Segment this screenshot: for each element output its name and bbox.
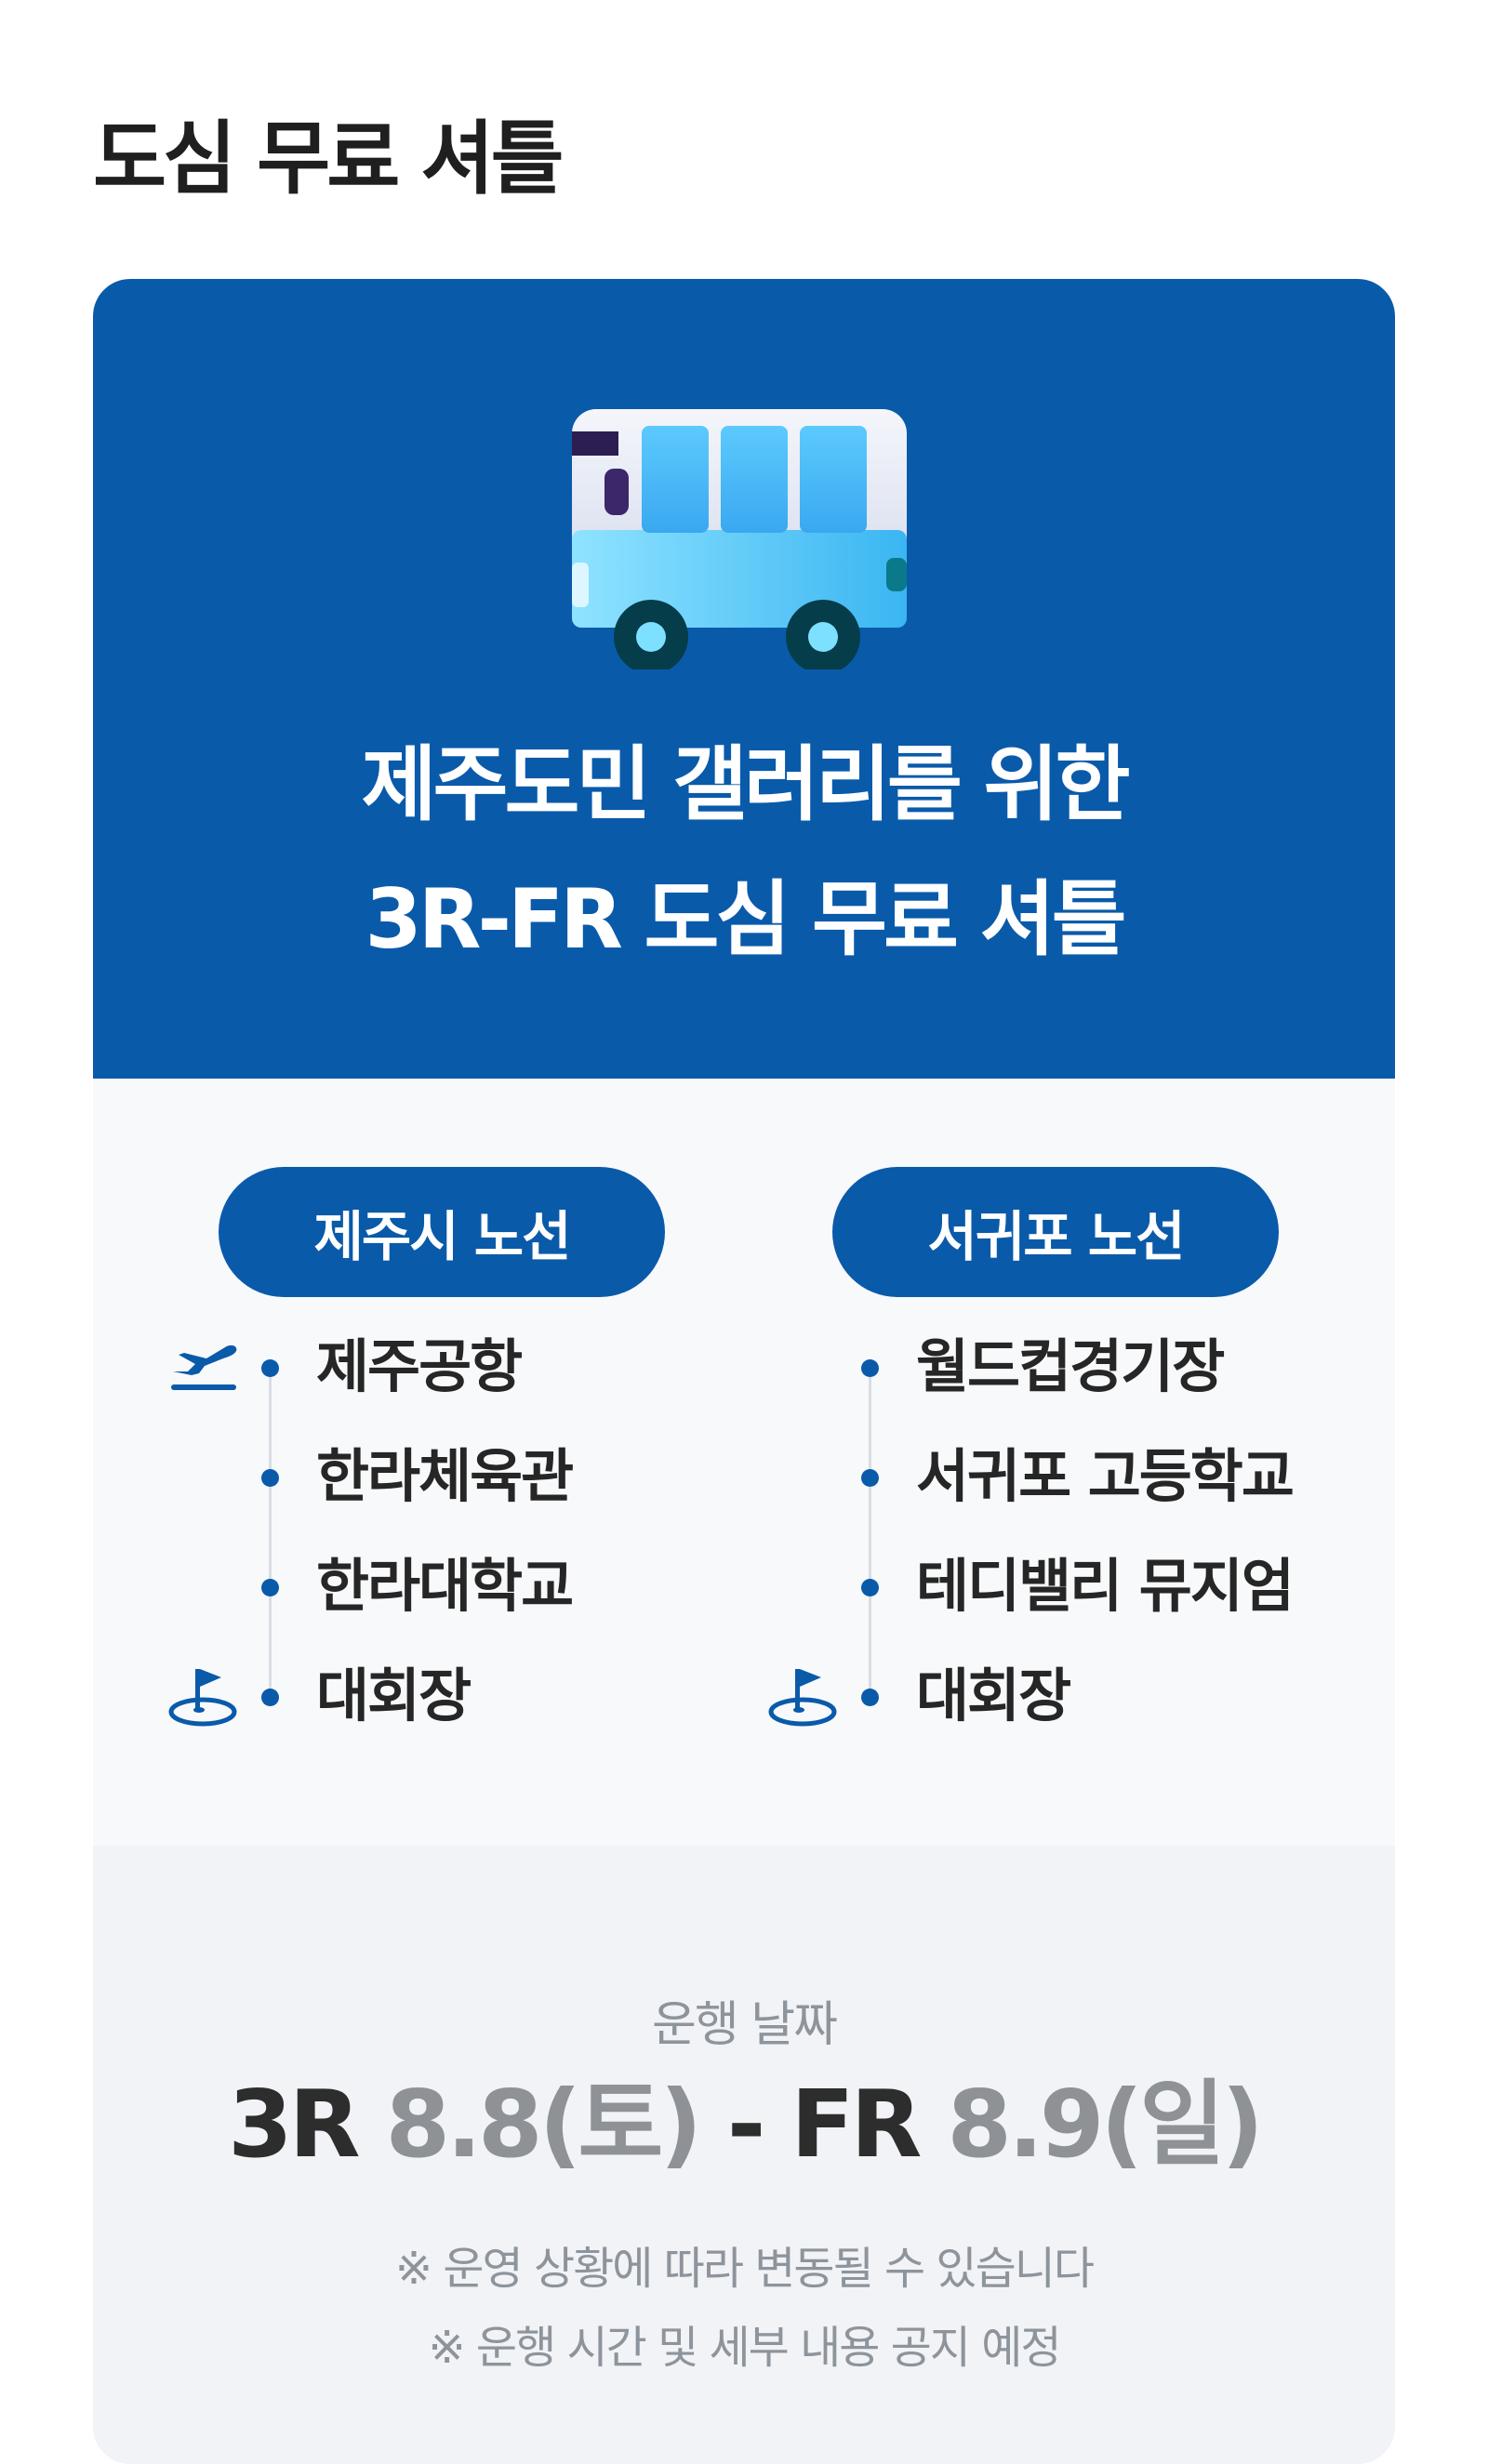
stop-dot — [261, 1689, 279, 1706]
list-item: 대회장 — [767, 1663, 1325, 1729]
list-item: 한라체육관 — [167, 1444, 725, 1509]
golf-flag-icon — [168, 1669, 237, 1727]
schedule-title: 운행 날짜 — [652, 1997, 838, 2053]
stop-label: 제주공항 — [316, 1332, 523, 1400]
list-item: 월드컵경기장 — [767, 1334, 1325, 1399]
schedule-section: 운행 날짜 3R 8.8(토) - FR 8.9(일) ※ 운영 상황에 따라 … — [93, 1846, 1395, 2464]
airplane-departure-icon — [171, 1345, 237, 1390]
start-date: 8.8(토) — [385, 2070, 702, 2179]
list-item: 제주공항 — [167, 1334, 725, 1399]
route-line — [869, 1367, 871, 1702]
stop-label: 한라대학교 — [316, 1552, 574, 1620]
stop-dot — [861, 1469, 879, 1487]
date-separator: - — [726, 2070, 765, 2179]
hero-headline-line-1: 제주도민 갤러리를 위한 — [361, 736, 1131, 832]
hero-banner: 제주도민 갤러리를 위한 3R-FR 도심 무료 셔틀 — [93, 279, 1395, 1079]
stop-dot — [261, 1359, 279, 1377]
stop-label: 서귀포 고등학교 — [916, 1442, 1295, 1510]
start-round: 3R — [228, 2070, 361, 2179]
stop-dot — [861, 1359, 879, 1377]
stop-label: 대회장 — [916, 1662, 1071, 1729]
stop-label: 테디밸리 뮤지엄 — [916, 1552, 1295, 1620]
route-line — [269, 1367, 272, 1702]
route-pill-jeju-city: 제주시 노선 — [219, 1167, 665, 1297]
bus-icon — [572, 409, 907, 669]
stop-label: 한라체육관 — [316, 1442, 574, 1510]
stop-label: 대회장 — [316, 1662, 472, 1729]
page-title: 도심 무료 셔틀 — [93, 113, 565, 205]
schedule-note: ※ 운영 상황에 따라 변동될 수 있습니다 — [394, 2243, 1095, 2295]
schedule-dates: 3R 8.8(토) - FR 8.9(일) — [93, 2055, 1395, 2194]
list-item: 한라대학교 — [167, 1554, 725, 1619]
golf-flag-icon — [768, 1669, 837, 1727]
stop-dot — [861, 1689, 879, 1706]
list-item: 대회장 — [167, 1663, 725, 1729]
end-date: 8.9(일) — [947, 2070, 1264, 2179]
list-item: 서귀포 고등학교 — [767, 1444, 1325, 1509]
routes-section: 제주시 노선 서귀포 노선 제주공항 한라체육관 한라대학교 — [93, 1079, 1395, 1753]
list-item: 테디밸리 뮤지엄 — [767, 1554, 1325, 1619]
shuttle-card: 제주도민 갤러리를 위한 3R-FR 도심 무료 셔틀 제주시 노선 서귀포 노… — [93, 279, 1395, 2464]
stop-dot — [261, 1469, 279, 1487]
end-round: FR — [790, 2070, 922, 2179]
route-pill-seogwipo: 서귀포 노선 — [832, 1167, 1279, 1297]
stop-label: 월드컵경기장 — [916, 1332, 1225, 1400]
schedule-note: ※ 운행 시간 및 세부 내용 공지 예정 — [428, 2322, 1061, 2374]
hero-headline-line-2: 3R-FR 도심 무료 셔틀 — [365, 871, 1126, 967]
stop-dot — [261, 1579, 279, 1596]
stop-dot — [861, 1579, 879, 1596]
